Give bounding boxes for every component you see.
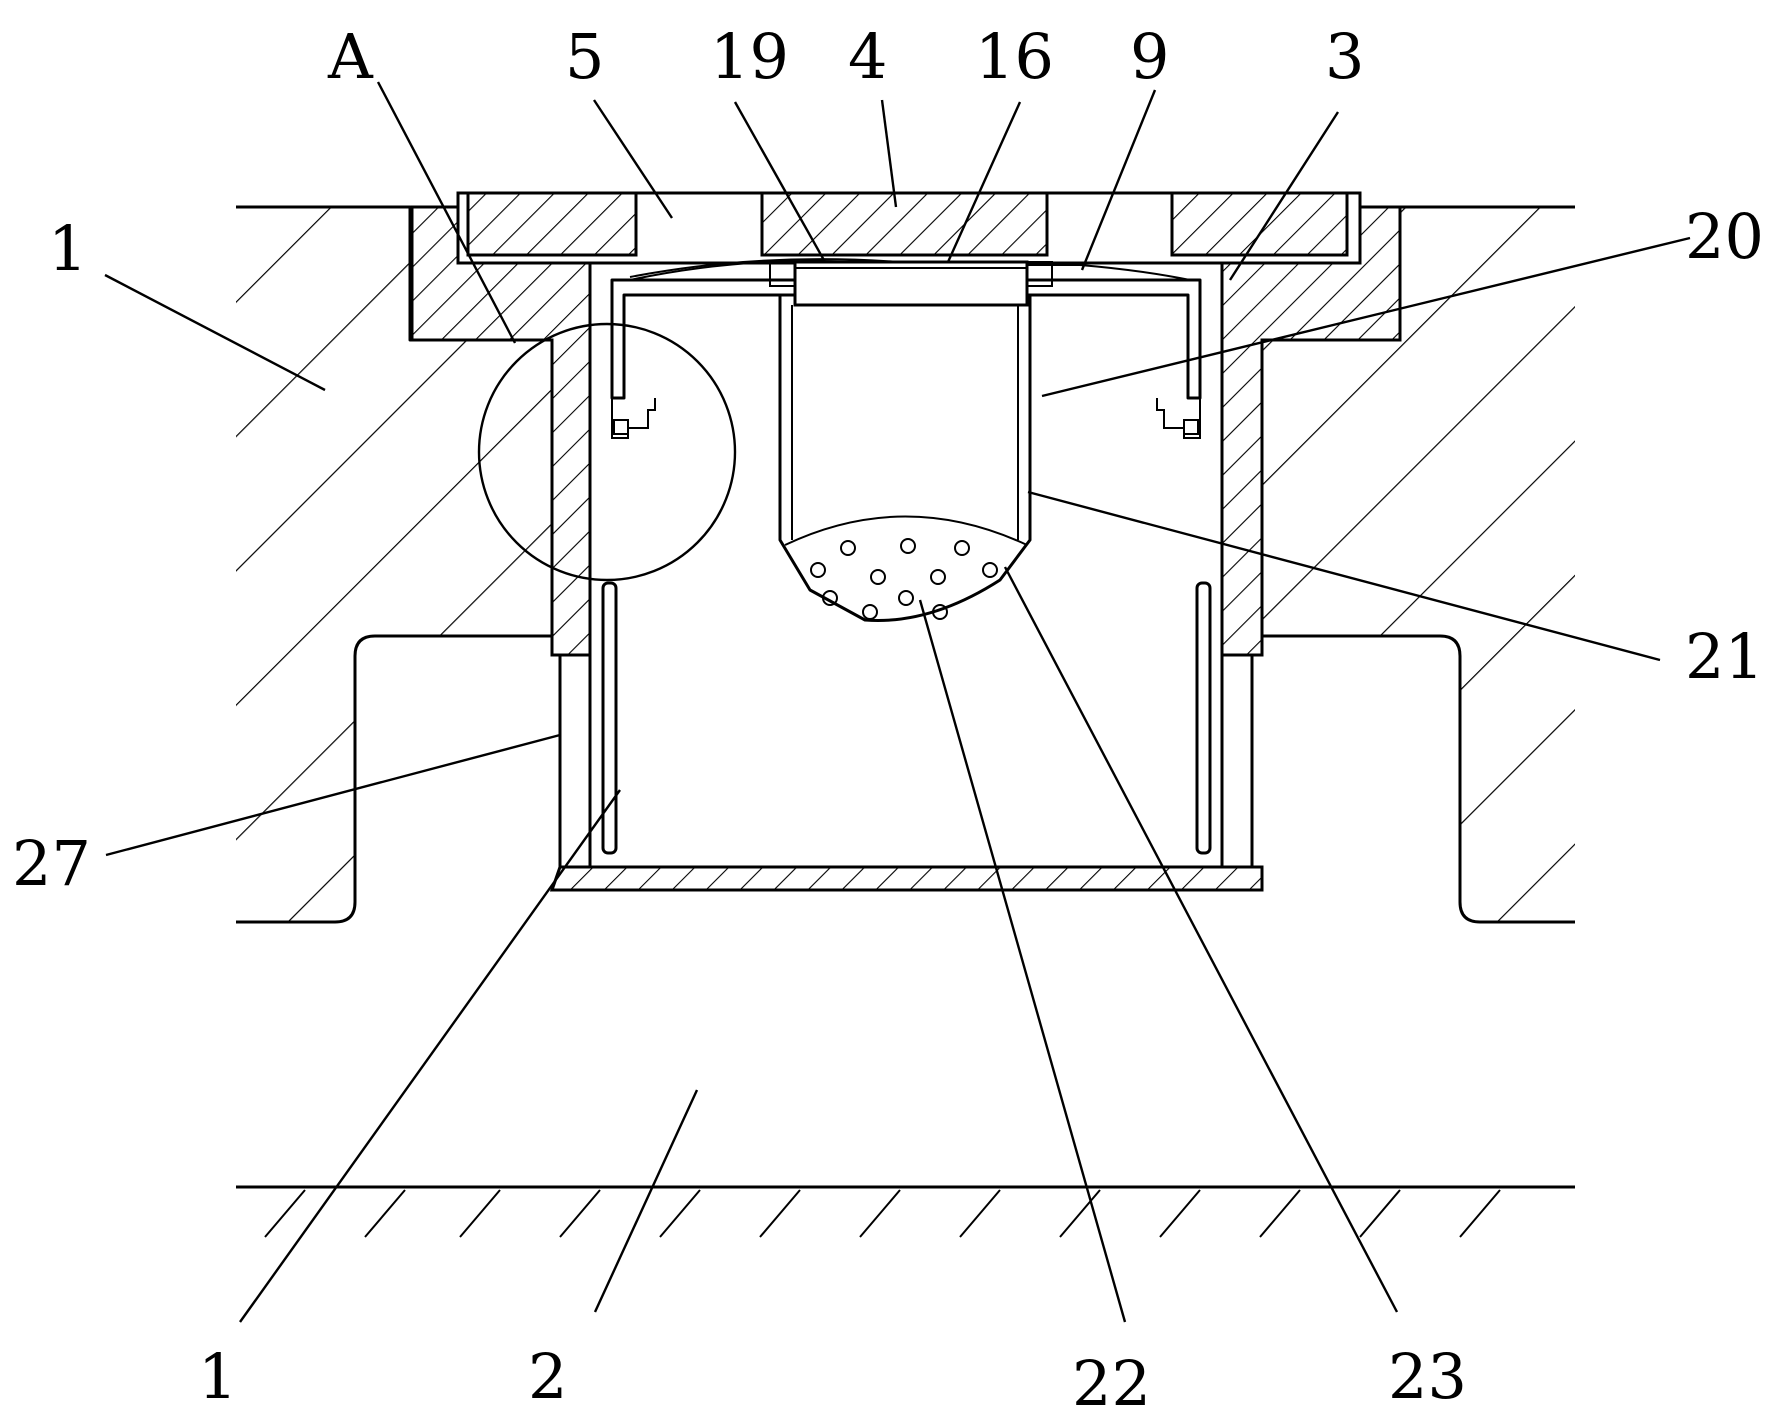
label-1-bottom: 1 <box>198 1340 237 1413</box>
perforation-holes <box>810 538 998 620</box>
label-2: 2 <box>528 1340 567 1413</box>
label-16: 16 <box>975 20 1054 93</box>
label-1-top: 1 <box>48 212 87 285</box>
hinge-left <box>611 398 656 439</box>
label-9: 9 <box>1130 20 1169 93</box>
label-23: 23 <box>1388 1340 1467 1413</box>
ground-base <box>236 1185 1575 1238</box>
detail-circle-a <box>477 322 737 582</box>
label-21: 21 <box>1685 620 1764 693</box>
label-5: 5 <box>565 20 604 93</box>
label-3: 3 <box>1325 20 1364 93</box>
strainer-cup <box>778 293 1032 622</box>
label-19: 19 <box>710 20 789 93</box>
leader-lines <box>104 81 1691 1323</box>
basket-bottom <box>549 865 1264 892</box>
label-a: A <box>327 20 374 93</box>
label-20: 20 <box>1685 200 1764 273</box>
top-cap <box>769 260 1053 307</box>
labels: A 5 19 4 16 9 3 20 1 21 27 1 2 22 23 <box>12 20 1764 1418</box>
hinge-right <box>1156 398 1201 439</box>
ground-body-right <box>1260 205 1575 924</box>
label-27: 27 <box>12 827 91 900</box>
label-22: 22 <box>1072 1347 1151 1418</box>
label-4: 4 <box>848 20 887 93</box>
cover-plate <box>456 191 1362 265</box>
